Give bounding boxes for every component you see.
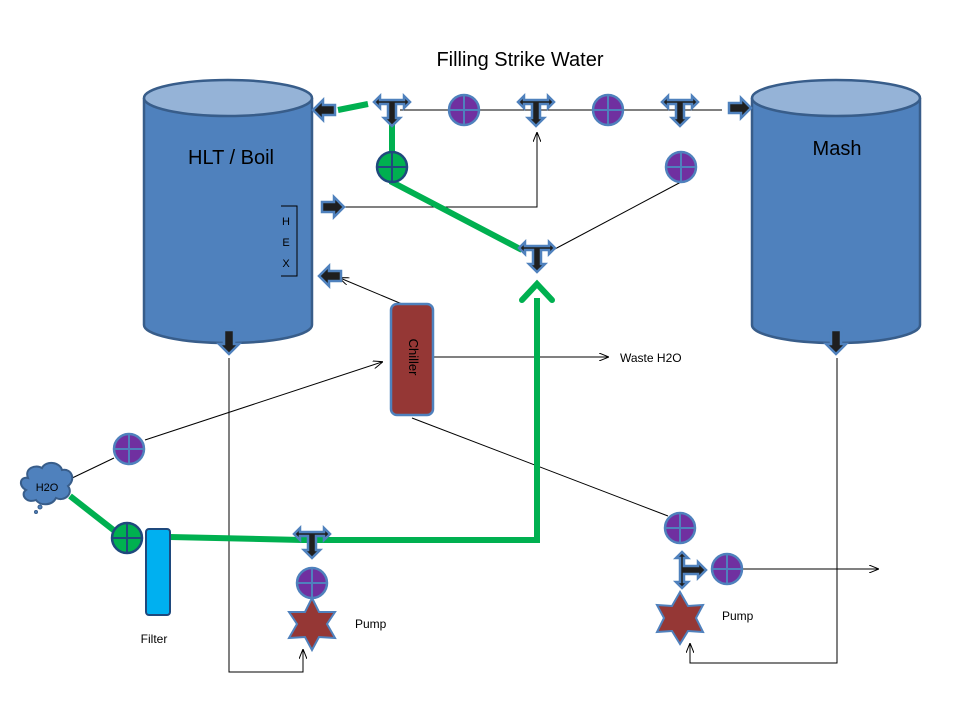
valve-pump-right-outlet[interactable] [710, 552, 744, 586]
chiller: Chiller [389, 302, 435, 417]
mash-inlet-arrow-icon [727, 96, 753, 120]
valve-hlt-fill-open[interactable] [375, 150, 409, 184]
hex-letter-h: H [282, 216, 290, 228]
water-source-cloud-icon: H2O [20, 462, 74, 514]
valve-top-left[interactable] [447, 93, 481, 127]
tee-fitting-pump-right [674, 550, 708, 590]
tee-fitting-middle-top [516, 94, 556, 128]
valve-pump-right-upper[interactable] [663, 511, 697, 545]
hlt-label: HLT / Boil [188, 147, 274, 169]
mash-label: Mash [813, 138, 862, 160]
hex-coil: H E X [281, 205, 298, 277]
filter: Filter [141, 528, 171, 646]
tee-fitting-mash-top [660, 94, 700, 128]
hlt-vessel: HLT / Boil [142, 78, 314, 345]
tee-fitting-junction [517, 240, 557, 274]
diagram-title: Filling Strike Water [436, 49, 603, 71]
valve-mash-return[interactable] [664, 150, 698, 184]
source-label: H2O [36, 482, 59, 494]
hex-letter-x: X [282, 258, 290, 270]
pump-left-icon[interactable] [287, 595, 337, 653]
waste-label: Waste H2O [620, 351, 682, 365]
valve-pump-left[interactable] [295, 566, 329, 600]
hlt-inlet-arrow-icon [311, 98, 337, 122]
pump-right-label: Pump [722, 609, 754, 623]
valve-top-right[interactable] [591, 93, 625, 127]
filter-label: Filter [141, 632, 168, 646]
valve-filter-inlet-open[interactable] [110, 521, 144, 555]
tee-fitting-hlt-top [372, 94, 412, 128]
pump-right-icon[interactable] [655, 589, 705, 646]
mash-vessel: Mash [750, 78, 922, 345]
chiller-label: Chiller [406, 339, 421, 377]
hex-outlet-arrow-icon [320, 195, 346, 219]
valve-chiller-supply[interactable] [112, 432, 146, 466]
pump-left-label: Pump [355, 617, 387, 631]
hex-inlet-arrow-icon [317, 264, 343, 288]
hex-letter-e: E [282, 237, 289, 249]
